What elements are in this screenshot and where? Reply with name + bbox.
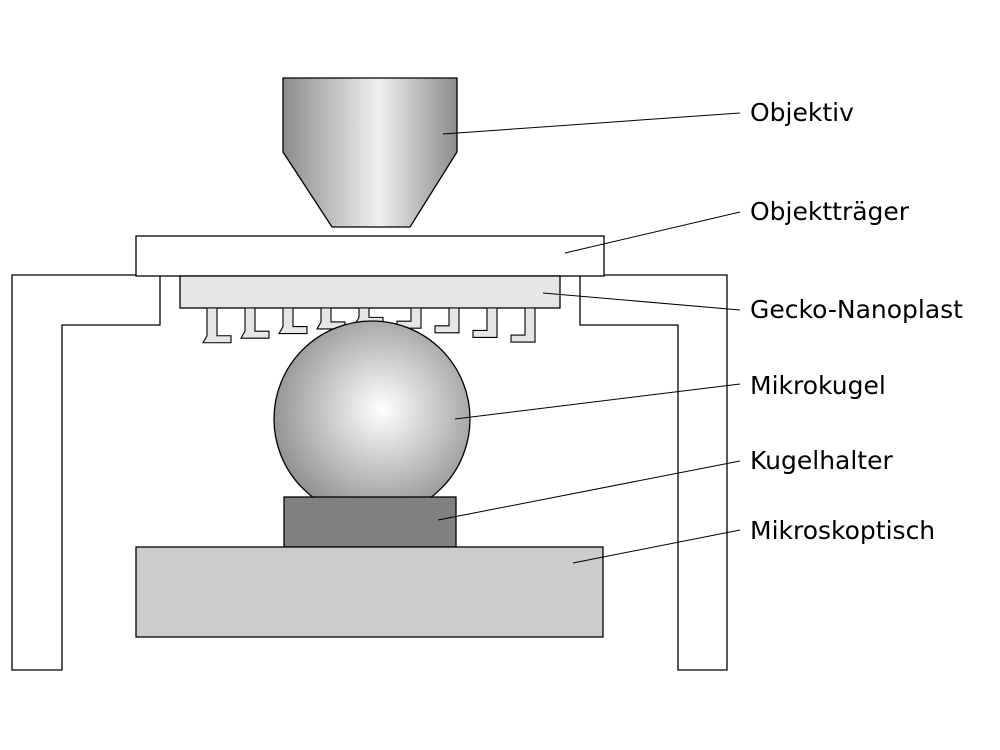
nanoplast-base — [179, 275, 561, 309]
leader-mikrokugel — [454, 383, 741, 420]
nanoplast-hair — [202, 307, 232, 344]
nanoplast-hair — [472, 307, 498, 338]
mikroskoptisch-shape — [135, 546, 604, 638]
nanoplast-hairs — [202, 307, 536, 344]
leader-objekttraeger — [564, 211, 741, 254]
mikrokugel-shape — [273, 320, 471, 518]
label-objekttraeger: Objektträger — [750, 197, 910, 226]
objekttraeger-shape — [135, 235, 605, 277]
objektiv-shape — [282, 77, 458, 228]
leader-mikroskoptisch — [572, 529, 741, 564]
label-nanoplast: Gecko-Nanoplast — [750, 295, 963, 324]
leader-kugelhalter — [437, 460, 741, 521]
leader-nanoplast — [542, 292, 741, 311]
frame-right-bracket — [579, 274, 728, 671]
label-mikrokugel: Mikrokugel — [750, 371, 886, 400]
label-kugelhalter: Kugelhalter — [750, 446, 893, 475]
kugelhalter-shape — [283, 496, 457, 548]
nanoplast-hair — [240, 307, 270, 339]
nanoplast-hair — [434, 307, 460, 334]
label-mikroskoptisch: Mikroskoptisch — [750, 516, 935, 545]
nanoplast-hair — [510, 307, 536, 343]
leader-objektiv — [442, 112, 741, 135]
nanoplast-hair — [354, 307, 384, 325]
label-objektiv: Objektiv — [750, 98, 854, 127]
nanoplast-hair — [278, 307, 308, 335]
